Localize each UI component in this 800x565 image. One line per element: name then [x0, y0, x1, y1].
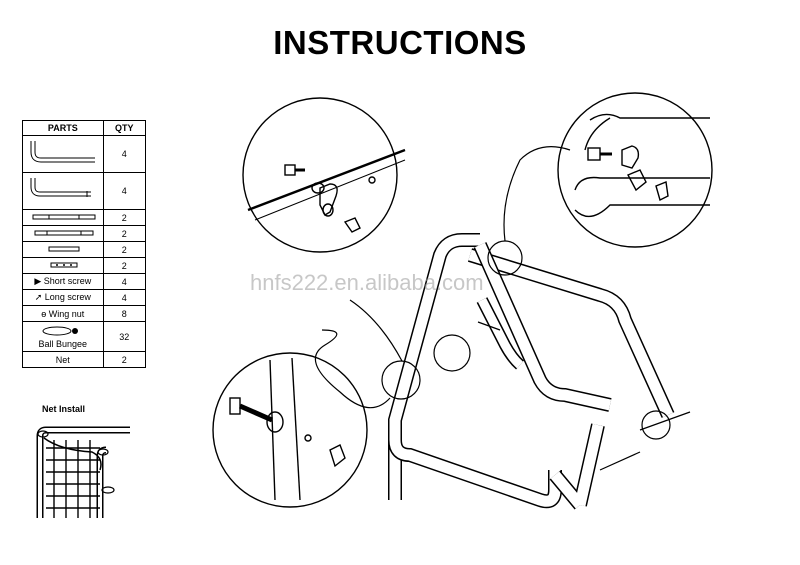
qty-cell: 4 [102, 135, 147, 173]
part-label: Net [55, 354, 70, 365]
detail-marker [641, 410, 671, 440]
part-label: Short screw [43, 276, 92, 286]
page-title: INSTRUCTIONS [273, 24, 527, 61]
table-row: 2 [22, 241, 147, 258]
table-row: 2 [22, 225, 147, 242]
part-label: Ball Bungee [38, 338, 88, 349]
qty-cell: 2 [102, 351, 147, 368]
zoom-detail-bottom-left [212, 352, 368, 508]
parts-table-header: PARTS QTY [22, 120, 147, 136]
detail-marker [433, 334, 471, 372]
part-label: Long screw [44, 292, 91, 302]
table-row: 4 [22, 135, 147, 173]
part-label: Wing nut [48, 308, 85, 319]
watermark: hnfs222.en.alibaba.com [250, 270, 484, 295]
zoom-detail-top-right [557, 92, 713, 248]
detail-marker [381, 360, 421, 400]
zoom-detail-top-left [242, 97, 406, 253]
ball-bungee-icon [23, 325, 103, 339]
short-bent-tube-icon [22, 172, 104, 210]
wing-nut-icon: ѳ [41, 308, 47, 319]
parts-table: PARTS QTY 4 4 2 [22, 120, 147, 368]
long-screw-icon: ➚ [34, 292, 43, 302]
short-screw-icon: ▶ [34, 276, 42, 286]
net-install-title: Net Install [42, 404, 86, 414]
table-row: Net 2 [22, 351, 147, 368]
table-row: ➚ Long screw 4 [22, 289, 147, 306]
